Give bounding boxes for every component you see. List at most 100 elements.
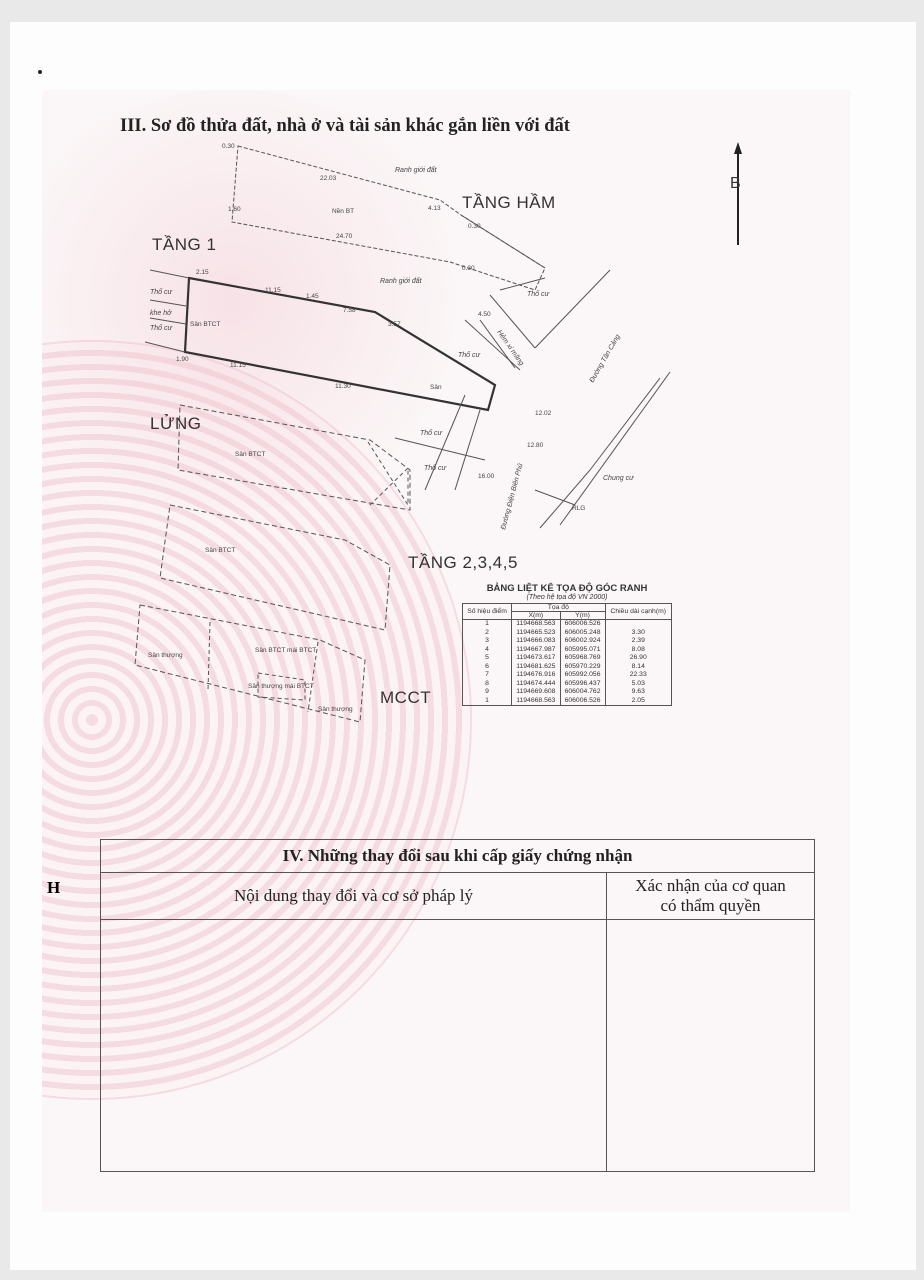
coord-cell-x: 1194668.563: [511, 619, 561, 629]
coord-cell-l: 8.14: [604, 662, 672, 671]
column-divider: [606, 919, 607, 1171]
road-boundary-label: RLG: [572, 505, 585, 512]
roof-terrace-label-2: Sân thượng: [318, 706, 353, 713]
coord-cell-y: 605995.071: [559, 645, 606, 654]
dim-basement-corner: 0.30: [222, 143, 235, 150]
coord-cell-y: 605970.229: [559, 662, 606, 671]
coord-cell-y: 606006.526: [559, 619, 606, 629]
dim-road-1: 12.02: [535, 410, 552, 417]
dim-floor1-top-2: 7.58: [343, 307, 356, 314]
north-label: B: [730, 175, 741, 192]
coord-cell-y: 606002.924: [559, 637, 606, 646]
basement-floor-label: Nền BT: [332, 206, 354, 215]
coord-cell-l: 9.63: [604, 688, 672, 697]
boundary-coordinate-table: BẢNG LIỆT KÊ TỌA ĐỘ GÓC RANH (Theo hệ tọ…: [461, 583, 672, 706]
coord-cell-y: 605968.769: [559, 654, 606, 663]
dien-bien-phu-road-label: Đường Điện Biên Phủ: [499, 462, 524, 530]
coord-cell-l: 22.33: [604, 671, 672, 680]
coord-cell-p: 9: [461, 688, 513, 697]
coord-cell-x: 1194674.444: [511, 679, 561, 688]
coord-table-subtitle: (Theo hệ tọa độ VN 2000): [526, 594, 608, 601]
residential-label-1: Thổ cư: [150, 288, 173, 296]
dim-floor1-angle: 3.57: [388, 321, 401, 328]
header-length: Chiều dài cạnh(m): [604, 603, 672, 620]
changes-content-header: Nội dung thay đổi và cơ sở pháp lý: [101, 873, 607, 919]
roof-slab-label: Sân BTCT mái BTCT: [255, 647, 316, 654]
basement-outline: [231, 145, 546, 291]
dim-floor1-top: 11.15: [265, 287, 281, 294]
dim-basement-angle: 4.13: [428, 205, 441, 212]
coord-cell-l: 2.39: [604, 637, 672, 646]
roof-terrace-label: Sân thượng: [148, 652, 183, 659]
coord-cell-x: 1194667.987: [511, 645, 561, 654]
header-coord: Tọa độ: [511, 603, 606, 612]
coord-cell-p: 8: [461, 679, 513, 688]
floor1-slab-label: Sân BTCT: [190, 321, 220, 328]
dim-basement-top: 22.03: [320, 175, 337, 182]
header-point: Số hiệu điểm: [461, 603, 513, 620]
coord-cell-y: 605992.056: [559, 671, 606, 680]
coord-cell-p: 1: [461, 619, 513, 629]
coord-cell-p: 5: [461, 654, 513, 663]
coord-cell-p: 3: [461, 637, 513, 646]
floor1-yard-label: Sân: [430, 384, 442, 391]
coord-cell-y: 606006.526: [559, 696, 606, 706]
dim-basement-bottom: 24.70: [336, 233, 353, 240]
residential-label-3: Thổ cư: [458, 351, 481, 359]
coord-cell-l: 3.30: [604, 628, 672, 637]
coord-cell-p: 1: [461, 696, 513, 706]
coord-cell-x: 1194665.523: [511, 628, 561, 637]
coord-cell-p: 2: [461, 628, 513, 637]
residential-label-4: Thổ cư: [420, 429, 443, 437]
dim-floor1-left-top: 2.15: [196, 269, 209, 276]
north-arrow: B: [730, 140, 770, 255]
dim-floor1-bottom-2: 11.30: [335, 383, 351, 390]
dim-floor1-stair: 1.45: [306, 293, 319, 300]
apartment-label: Chung cư: [603, 475, 634, 482]
header-y: Y(m): [559, 611, 606, 620]
coord-table-title: BẢNG LIỆT KÊ TỌA ĐỘ GÓC RANH: [486, 583, 648, 594]
dim-road-2: 12.80: [527, 442, 544, 449]
coord-cell-x: 1194681.625: [511, 662, 561, 671]
dim-basement-yard: 1.60: [228, 206, 241, 213]
dim-road-3: 16.00: [478, 473, 495, 480]
coord-cell-p: 7: [461, 671, 513, 680]
roof-terrace-roofed-label: Sân thượng mái BTCT: [248, 683, 314, 690]
residential-label-2: Thổ cư: [150, 324, 173, 332]
section-4-title: IV. Những thay đổi sau khi cấp giấy chứn…: [101, 840, 814, 873]
coord-cell-x: 1194669.608: [511, 688, 561, 697]
section-3-title: III. Sơ đồ thửa đất, nhà ở và tài sản kh…: [120, 116, 570, 136]
floor-label-mcct: MCCT: [380, 688, 432, 707]
coord-cell-x: 1194666.083: [511, 637, 561, 646]
floors-2-5-outline: [159, 504, 391, 631]
coord-cell-l: 26.90: [604, 654, 672, 663]
residential-label-5: Thổ cư: [424, 464, 447, 472]
floor-label-1: TẦNG 1: [152, 235, 217, 254]
coord-cell-l: 5.03: [604, 679, 672, 688]
boundary-label-2: Ranh giới đất: [380, 277, 423, 285]
coord-cell-x: 1194673.617: [511, 654, 561, 663]
mezzanine-outline: [177, 404, 411, 511]
dim-floor1-left-bottom: 1.90: [176, 356, 189, 363]
stray-dot: [38, 70, 42, 74]
authority-header-line1: Xác nhận của cơ quan: [635, 876, 786, 895]
dim-alley-width: 4.50: [478, 311, 491, 318]
floor-label-basement: TẦNG HẦM: [462, 193, 556, 212]
coord-cell-y: 606005.248: [559, 628, 606, 637]
authority-confirmation-header: Xác nhận của cơ quan có thẩm quyền: [607, 873, 814, 919]
coord-cell-x: 1194676.916: [511, 671, 561, 680]
coord-cell-p: 4: [461, 645, 513, 654]
margin-mark: H: [47, 878, 61, 897]
coord-cell-l: 2.05: [604, 696, 672, 706]
authority-header-line2: có thẩm quyền: [660, 896, 761, 915]
certificate-page: [42, 90, 850, 1212]
floor-label-2-5: TẦNG 2,3,4,5: [408, 553, 518, 572]
roof-outline: [134, 604, 366, 723]
